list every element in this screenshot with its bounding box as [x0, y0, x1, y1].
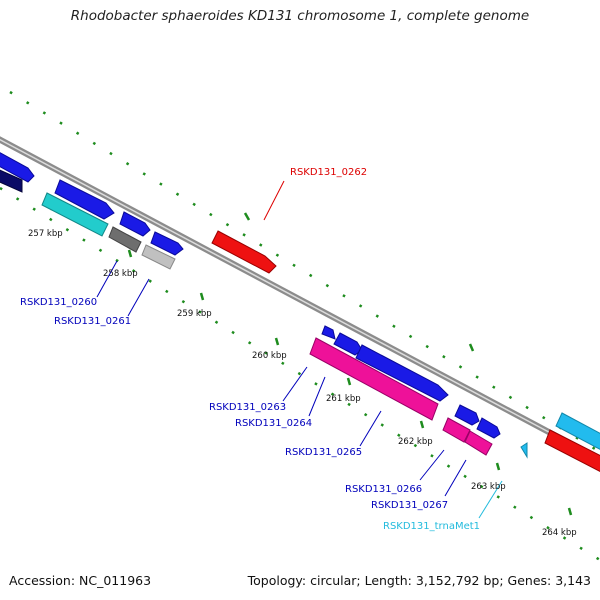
tick-label-263kbp: 263 kbp	[471, 482, 506, 492]
gene-block-cyan[interactable]	[41, 192, 109, 237]
accession-text: Accession: NC_011963	[9, 573, 152, 588]
gene-label-rskd131-0267[interactable]: RSKD131_0267	[371, 500, 448, 511]
major-ticks-outer	[243, 212, 475, 352]
topology-text: Topology: circular; Length: 3,152,792 bp…	[247, 573, 591, 588]
gene-block-rskd131-0266[interactable]	[442, 417, 471, 443]
gene-block-lightgrey[interactable]	[141, 244, 176, 270]
gene-label-rskd131-0260[interactable]: RSKD131_0260	[20, 297, 97, 308]
gene-arrow-blue-c[interactable]	[150, 231, 184, 256]
gene-arrow-trnamet1[interactable]	[520, 442, 528, 459]
tick-label-262kbp: 262 kbp	[398, 437, 433, 447]
major-ticks-inner	[48, 202, 573, 516]
gene-label-rskd131-0264[interactable]: RSKD131_0264	[235, 418, 312, 429]
gene-label-rskd131-trnamet1[interactable]: RSKD131_trnaMet1	[383, 521, 480, 532]
tick-ring-outer	[9, 90, 600, 454]
tick-label-259kbp: 259 kbp	[177, 309, 212, 319]
tick-label-261kbp: 261 kbp	[326, 394, 361, 404]
tick-label-257kbp: 257 kbp	[28, 229, 63, 239]
gene-label-rskd131-0265[interactable]: RSKD131_0265	[285, 447, 362, 458]
gene-label-rskd131-0266[interactable]: RSKD131_0266	[345, 484, 422, 495]
gene-block-rskd131-0267[interactable]	[464, 430, 493, 456]
genome-backbone	[0, 136, 600, 463]
gene-arrow-right-red[interactable]	[544, 429, 600, 474]
map-title: Rhodobacter sphaeroides KD131 chromosome…	[70, 8, 530, 24]
gene-arrow-blue-d[interactable]	[454, 404, 480, 426]
gene-arrow-blue-a[interactable]	[54, 179, 115, 220]
gene-arrow-right-cyan[interactable]	[555, 412, 600, 452]
gene-label-rskd131-0262[interactable]: RSKD131_0262	[290, 167, 367, 178]
gene-arrow-left-2[interactable]	[0, 168, 23, 193]
gene-label-rskd131-0261[interactable]: RSKD131_0261	[54, 316, 131, 327]
gene-arrow-blue-b[interactable]	[119, 211, 151, 237]
tick-label-260kbp: 260 kbp	[252, 351, 287, 361]
tick-label-264kbp: 264 kbp	[542, 528, 577, 538]
gene-label-rskd131-0263[interactable]: RSKD131_0263	[209, 402, 286, 413]
gene-arrow-left-1[interactable]	[0, 150, 35, 183]
gene-arrow-small-blue[interactable]	[321, 325, 336, 340]
gene-arrow-rskd131-0265[interactable]	[355, 344, 449, 402]
gene-block-darkgrey[interactable]	[108, 226, 142, 253]
label-leaders	[96, 180, 503, 519]
gene-arrow-blue-e[interactable]	[476, 417, 501, 439]
gene-block-rskd131-0263[interactable]	[309, 337, 439, 421]
gene-features[interactable]	[0, 150, 600, 474]
gene-arrow-rskd131-0262[interactable]	[211, 230, 277, 274]
tick-label-258kbp: 258 kbp	[103, 269, 138, 279]
tick-ring-inner	[0, 186, 600, 562]
